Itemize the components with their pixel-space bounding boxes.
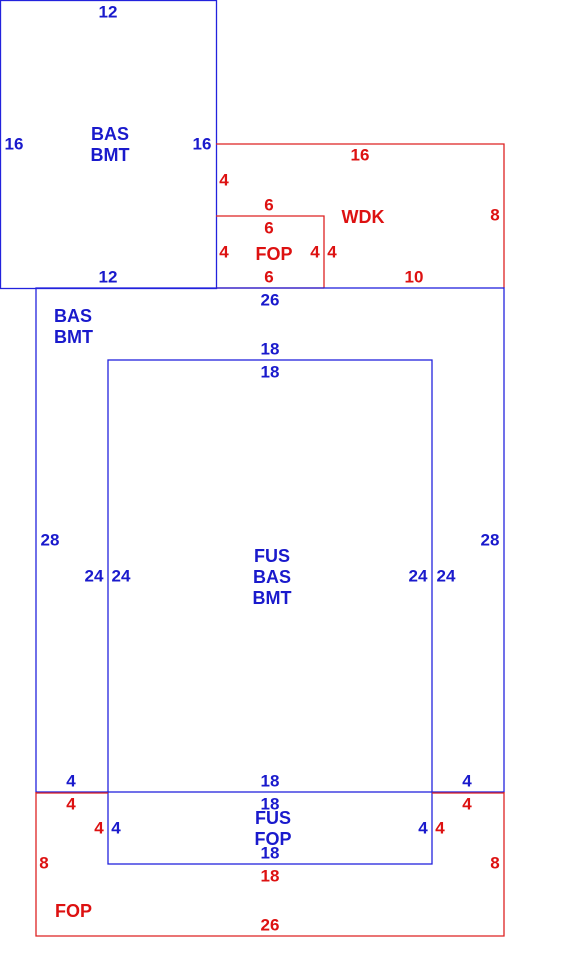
- fop-upper-dim-top-inner: 6: [264, 218, 273, 237]
- fop-upper-dim-left: 4: [219, 242, 229, 261]
- bas-bmt-upper-dim-right: 16: [193, 134, 212, 153]
- wdk-dim-bottom: 10: [405, 267, 424, 286]
- fus-fop-label-line1: FUS: [255, 808, 291, 828]
- fop-upper-label: FOP: [255, 244, 292, 264]
- fus-bas-bmt-outline: [107, 359, 433, 865]
- fus-bas-bmt-label-line1: FUS: [254, 546, 290, 566]
- fop-upper-dim-right: 4: [310, 242, 320, 261]
- bas-bmt-main-dim-right: 28: [481, 530, 500, 549]
- wdk-dim-right: 8: [490, 205, 499, 224]
- fus-bas-bmt-dim-top-outer: 18: [261, 339, 280, 358]
- bas-bmt-main-label-line1: BAS: [54, 306, 92, 326]
- fop-lower-dim-inner-left: 4: [94, 818, 104, 837]
- bas-bmt-main-dim-top: 26: [261, 290, 280, 309]
- fop-lower-dim-right: 8: [490, 853, 499, 872]
- fop-lower-label: FOP: [55, 901, 92, 921]
- fus-fop-dim-right: 4: [418, 818, 428, 837]
- bas-bmt-main-dim-bottom-left: 4: [66, 771, 76, 790]
- fop-lower-dim-top-left: 4: [66, 794, 76, 813]
- bas-bmt-upper-dim-bottom: 12: [99, 267, 118, 286]
- bas-bmt-main-dim-bottom-right: 4: [462, 771, 472, 790]
- fop-lower-outline: [35, 792, 505, 937]
- wdk-label: WDK: [342, 207, 385, 227]
- bas-bmt-upper-dim-left: 16: [5, 134, 24, 153]
- fus-fop-dim-left: 4: [111, 818, 121, 837]
- fus-fop-dim-top: 18: [261, 794, 280, 813]
- fop-upper-dim-bottom: 6: [264, 267, 273, 286]
- fus-fop-label-line2: FOP: [254, 829, 291, 849]
- fus-bas-bmt-label-line3: BMT: [253, 588, 292, 608]
- bas-bmt-upper-label-line2: BMT: [91, 145, 130, 165]
- fop-upper-outline: [216, 215, 325, 288]
- wdk-dim-left: 4: [219, 170, 229, 189]
- fus-bas-bmt-dim-left-outer: 24: [85, 566, 104, 585]
- bas-bmt-upper-label-line1: BAS: [91, 124, 129, 144]
- fus-bas-bmt-dim-left-inner: 24: [112, 566, 131, 585]
- wdk-outline: [216, 143, 505, 288]
- fus-bas-bmt-dim-bottom: 18: [261, 771, 280, 790]
- wdk-dim-top: 16: [351, 145, 370, 164]
- fop-lower-dim-inner-right: 4: [435, 818, 445, 837]
- bas-bmt-main-dim-left: 28: [41, 530, 60, 549]
- fop-upper-dim-top-outer: 6: [264, 195, 273, 214]
- fop-lower-dim-bottom: 26: [261, 915, 280, 934]
- wdk-dim-inner: 4: [327, 242, 337, 261]
- fus-bas-bmt-label-line2: BAS: [253, 567, 291, 587]
- fus-fop-dim-bottom: 18: [261, 843, 280, 862]
- fop-lower-dim-left: 8: [39, 853, 48, 872]
- fop-lower-dim-inner-bottom: 18: [261, 866, 280, 885]
- bas-bmt-upper-dim-top: 12: [99, 2, 118, 21]
- bas-bmt-main-label-line2: BMT: [54, 327, 93, 347]
- fop-lower-dim-top-right: 4: [462, 794, 472, 813]
- fus-bas-bmt-dim-right-outer: 24: [437, 566, 456, 585]
- fus-bas-bmt-dim-right-inner: 24: [409, 566, 428, 585]
- fus-bas-bmt-dim-top-inner: 18: [261, 362, 280, 381]
- bas-bmt-main-outline: [35, 287, 505, 793]
